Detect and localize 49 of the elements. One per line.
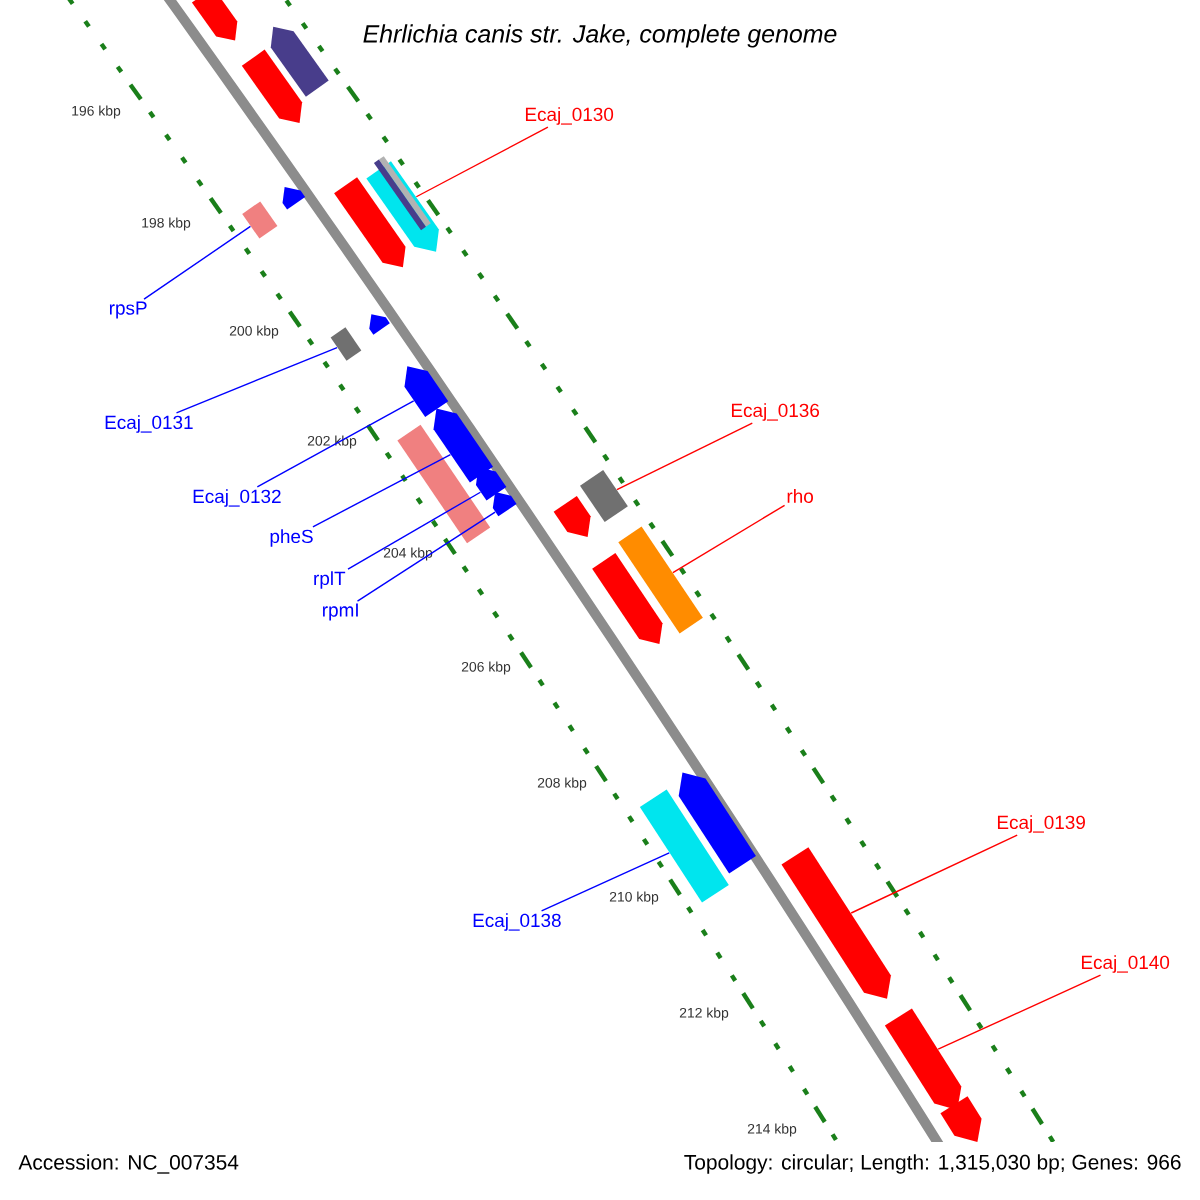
gene-label: Ecaj_0130 [525, 107, 614, 125]
footer-text: Accession: NC_007354 [18, 1154, 239, 1174]
gene-feature [241, 49, 303, 123]
gene-label: Ecaj_0139 [998, 815, 1085, 833]
gene-feature [553, 496, 591, 537]
leader-line [143, 225, 252, 300]
gene-label: rplT [314, 571, 346, 589]
leader-line [175, 346, 338, 414]
gene-label: rho [787, 489, 813, 503]
gene-feature [781, 847, 891, 999]
leader-line [347, 491, 482, 570]
gene-feature [334, 177, 406, 268]
gene-feature [433, 408, 494, 483]
gene-feature [639, 789, 729, 903]
gene-feature [369, 314, 390, 335]
gene-feature [884, 1008, 962, 1110]
gene-label: Ecaj_0132 [193, 489, 281, 507]
gene-feature [404, 366, 449, 417]
leader-line [672, 504, 786, 574]
gene-feature [475, 467, 507, 501]
gene-feature [580, 469, 628, 523]
footer-text: Topology: circular; Length: 1,315,030 bp; Genes: 966 [684, 1154, 1181, 1174]
gene-feature [330, 327, 362, 361]
leader-line [616, 422, 753, 491]
gene-feature [397, 424, 491, 544]
leader-line [415, 126, 549, 198]
gene-feature [592, 553, 663, 644]
leader-line [256, 400, 415, 488]
title: Ehrlichia canis str. Jake, complete genome [363, 24, 837, 48]
gene-feature [940, 1096, 982, 1143]
leader-line [850, 834, 1018, 914]
gene-feature [618, 526, 703, 634]
gene-label: rpmI [323, 603, 358, 621]
gene-feature [282, 186, 306, 210]
gene-feature [191, 0, 238, 41]
gene-label: Ecaj_0131 [105, 415, 193, 433]
gene-label: Ecaj_0138 [473, 913, 561, 931]
leader-line [312, 454, 452, 528]
leader-line [937, 974, 1102, 1050]
gene-feature [492, 491, 517, 517]
leader-line [540, 852, 670, 912]
leader-line [356, 511, 496, 602]
gene-label: rpsP [109, 301, 147, 319]
gene-label: pheS [270, 529, 313, 547]
gene-label: Ecaj_0136 [731, 403, 819, 421]
gene-feature [270, 26, 329, 97]
gene-label: Ecaj_0140 [1082, 955, 1170, 973]
gene-feature [242, 201, 278, 239]
gene-feature [678, 772, 756, 874]
